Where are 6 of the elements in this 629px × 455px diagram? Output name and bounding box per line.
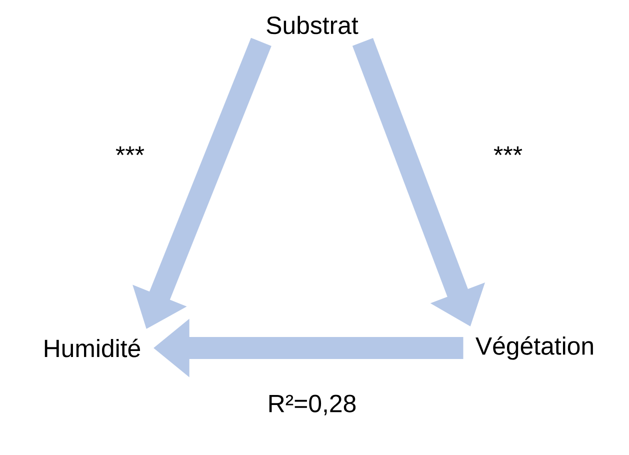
node-label: Humidité (44, 338, 140, 358)
edge-label: *** (116, 146, 144, 156)
node-label: Végétation (476, 336, 593, 360)
edge-label: *** (494, 146, 522, 156)
node-label: Substrat (266, 16, 358, 34)
edge-label: R²=0,28 (269, 394, 356, 416)
